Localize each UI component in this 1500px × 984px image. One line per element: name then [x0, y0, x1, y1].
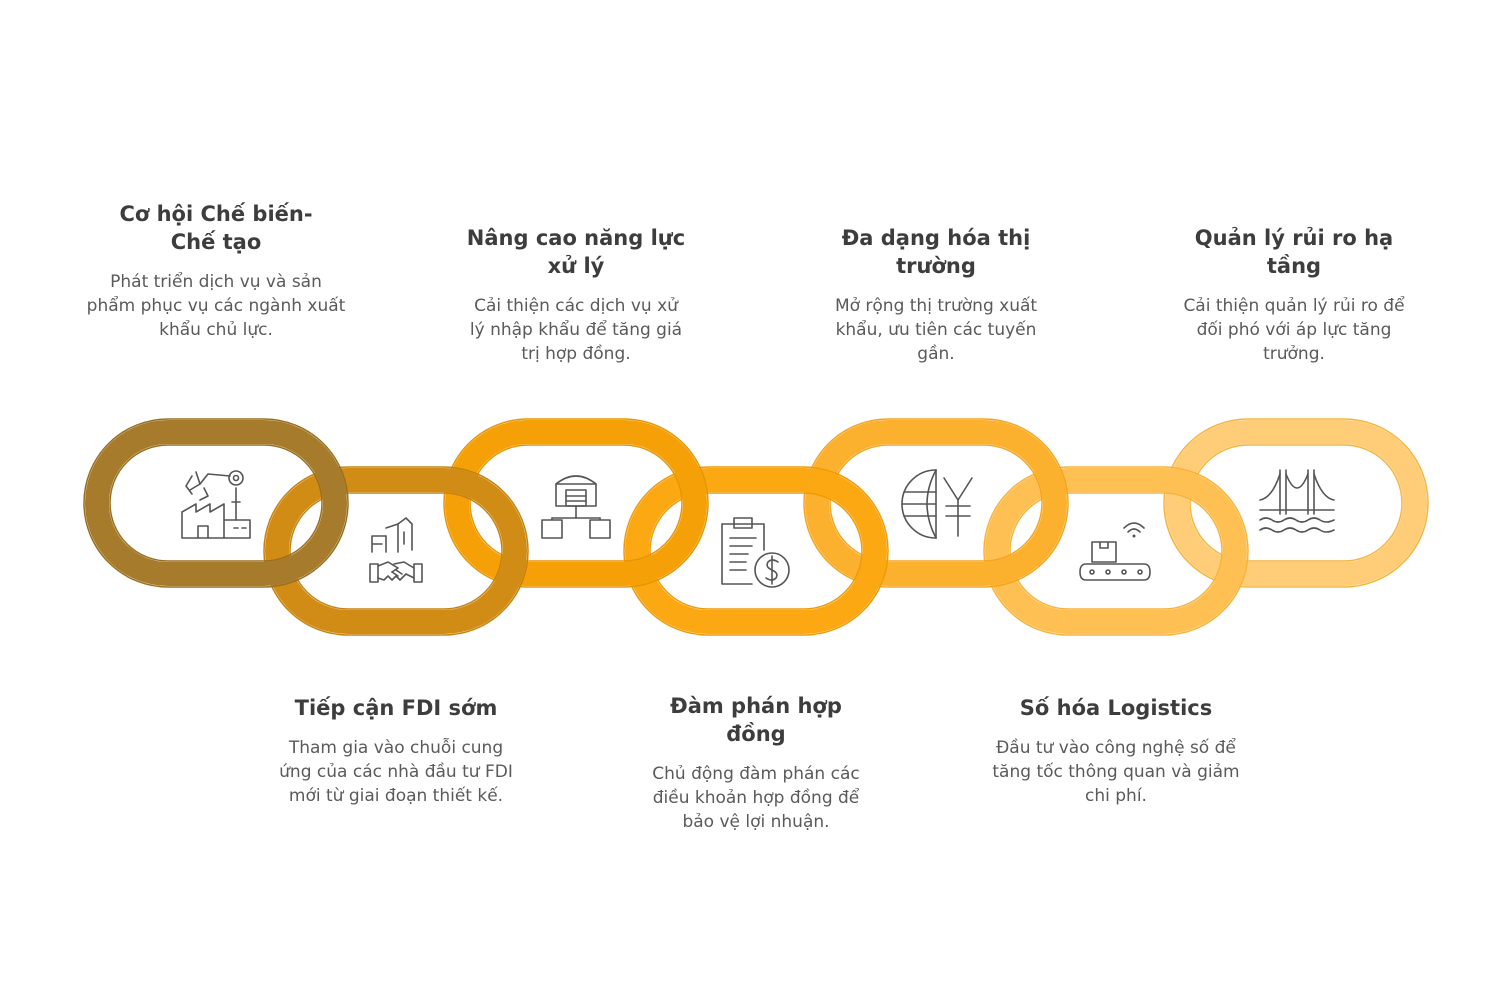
handshake-buildings-icon: [369, 517, 423, 583]
step-7-title: Quản lý rủi ro hạ tầng: [1194, 226, 1394, 278]
chain-link-7: [1163, 418, 1429, 588]
step-3-desc: Cải thiện các dịch vụ xử lý nhập khẩu để…: [469, 296, 683, 364]
chain-link-3: [443, 418, 709, 588]
step-1-title: Cơ hội Chế biến-Chế tạo: [119, 202, 313, 254]
step-5-title: Đa dạng hóa thị trường: [841, 226, 1031, 278]
chain-link-1: [83, 418, 349, 588]
chain-link-2: [263, 466, 529, 636]
step-6-title: Số hóa Logistics: [1019, 696, 1213, 720]
warehouse-network-icon: [541, 475, 611, 539]
step-6-desc: Đầu tư vào công nghệ số để tăng tốc thôn…: [992, 738, 1240, 806]
step-2-title: Tiếp cận FDI sớm: [294, 696, 498, 720]
step-6-block: Số hóa Logistics Đầu tư vào công nghệ số…: [976, 694, 1256, 808]
factory-robot-arm-icon: [181, 470, 251, 539]
step-3-title: Nâng cao năng lực xử lý: [466, 226, 686, 278]
chain-link-4: [623, 466, 889, 636]
step-1-desc: Phát triển dịch vụ và sản phẩm phục vụ c…: [86, 272, 346, 340]
step-5-block: Đa dạng hóa thị trường Mở rộng thị trườn…: [804, 224, 1068, 366]
step-4-block: Đàm phán hợp đồng Chủ động đàm phán các …: [624, 692, 888, 834]
step-2-desc: Tham gia vào chuỗi cung ứng của các nhà …: [279, 738, 513, 806]
chain-link-5: [803, 418, 1069, 588]
step-5-desc: Mở rộng thị trường xuất khẩu, ưu tiên cá…: [834, 296, 1038, 364]
step-1-block: Cơ hội Chế biến-Chế tạo Phát triển dịch …: [76, 200, 356, 342]
step-2-block: Tiếp cận FDI sớm Tham gia vào chuỗi cung…: [262, 694, 530, 808]
step-7-desc: Cải thiện quản lý rủi ro để đối phó với …: [1183, 296, 1405, 364]
step-3-block: Nâng cao năng lực xử lý Cải thiện các dị…: [444, 224, 708, 366]
bridge-icon: [1259, 469, 1335, 533]
chain-link-6: [983, 466, 1249, 636]
step-4-desc: Chủ động đàm phán các điều khoản hợp đồn…: [652, 764, 860, 832]
conveyor-wifi-icon: [1079, 522, 1151, 581]
globe-yen-icon: [901, 469, 973, 539]
step-7-block: Quản lý rủi ro hạ tầng Cải thiện quản lý…: [1162, 224, 1426, 366]
step-4-title: Đàm phán hợp đồng: [670, 694, 842, 746]
contract-dollar-icon: [721, 517, 790, 588]
